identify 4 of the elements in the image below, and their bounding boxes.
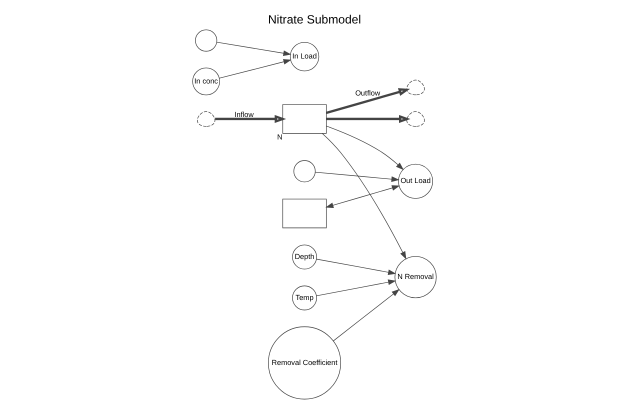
- node-label: N: [277, 132, 282, 142]
- edge-label: Inflow: [234, 110, 254, 119]
- edge-label: Outflow: [355, 88, 380, 98]
- diagram-title: Nitrate Submodel: [268, 12, 362, 26]
